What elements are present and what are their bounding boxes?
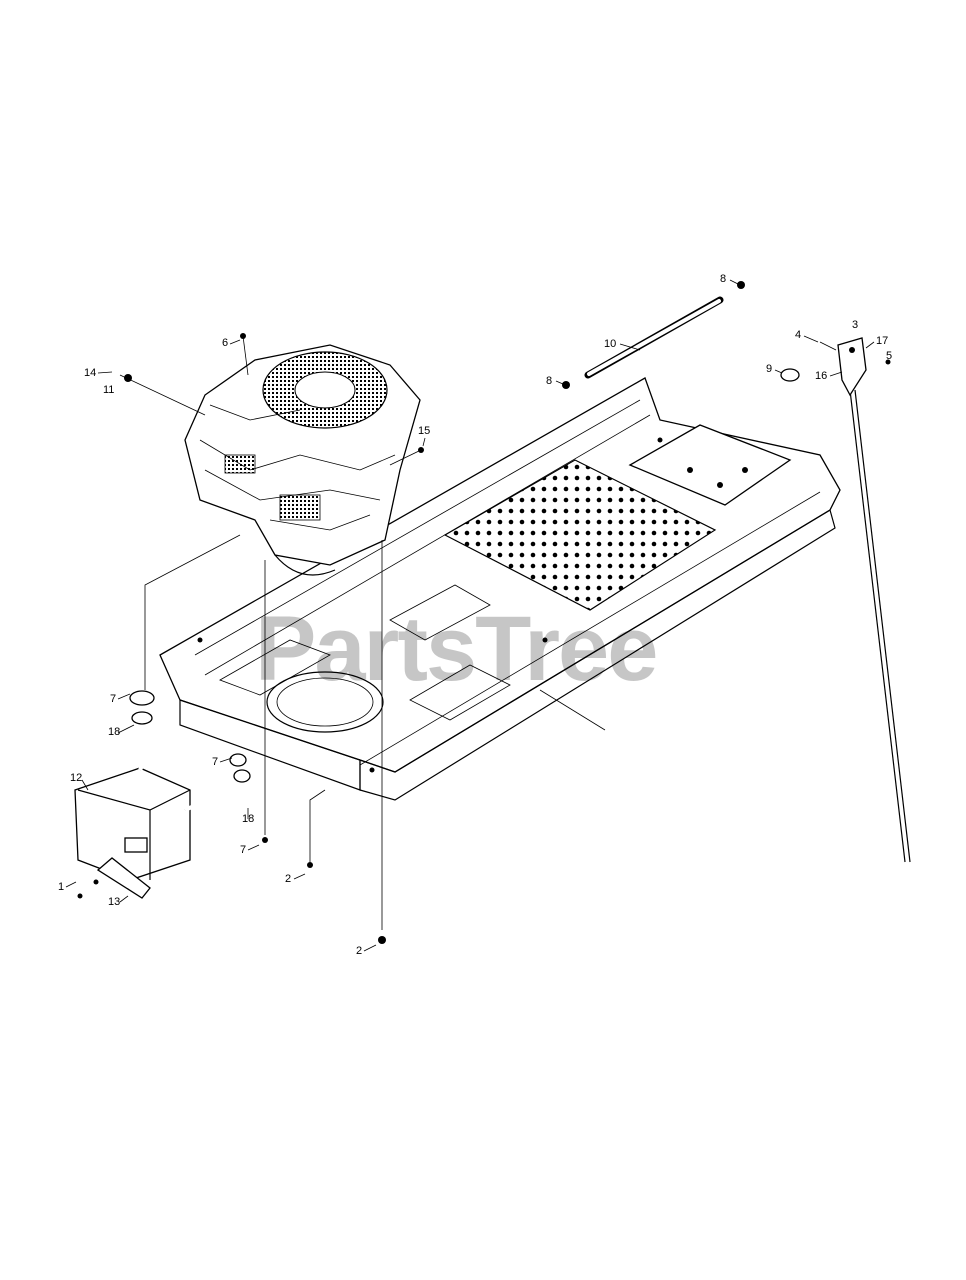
callout-9: 9	[766, 363, 772, 375]
callout-3: 3	[852, 319, 858, 331]
callout-17: 17	[876, 335, 888, 347]
callout-16: 16	[815, 370, 827, 382]
callout-7: 7	[240, 844, 246, 856]
callout-15: 15	[418, 425, 430, 437]
callout-10: 10	[604, 338, 616, 350]
callout-1: 1	[58, 881, 64, 893]
dipstick-tube	[819, 337, 911, 863]
engine	[184, 344, 421, 576]
muffler-assembly	[74, 333, 800, 944]
callout-12: 12	[70, 772, 82, 784]
callout-11: 11	[103, 384, 114, 396]
callout-8: 8	[546, 375, 552, 387]
callout-13: 13	[108, 896, 120, 908]
rod	[562, 281, 745, 389]
callout-labels: 1 2 2 3 4 5 6 7 7 7 8 8 9 10 11 12 13 14…	[58, 273, 892, 957]
callout-2: 2	[356, 945, 362, 957]
callout-6: 6	[222, 337, 228, 349]
callout-7: 7	[212, 756, 218, 768]
callout-5: 5	[886, 350, 892, 362]
watermark-text: PartsTree	[255, 598, 656, 700]
callout-14: 14	[84, 367, 96, 379]
callout-leaders	[65, 279, 875, 952]
callout-18: 18	[108, 726, 120, 738]
frame-chassis	[159, 377, 841, 801]
callout-8: 8	[720, 273, 726, 285]
callout-4: 4	[795, 329, 801, 341]
callout-2: 2	[285, 873, 291, 885]
callout-7: 7	[110, 693, 116, 705]
